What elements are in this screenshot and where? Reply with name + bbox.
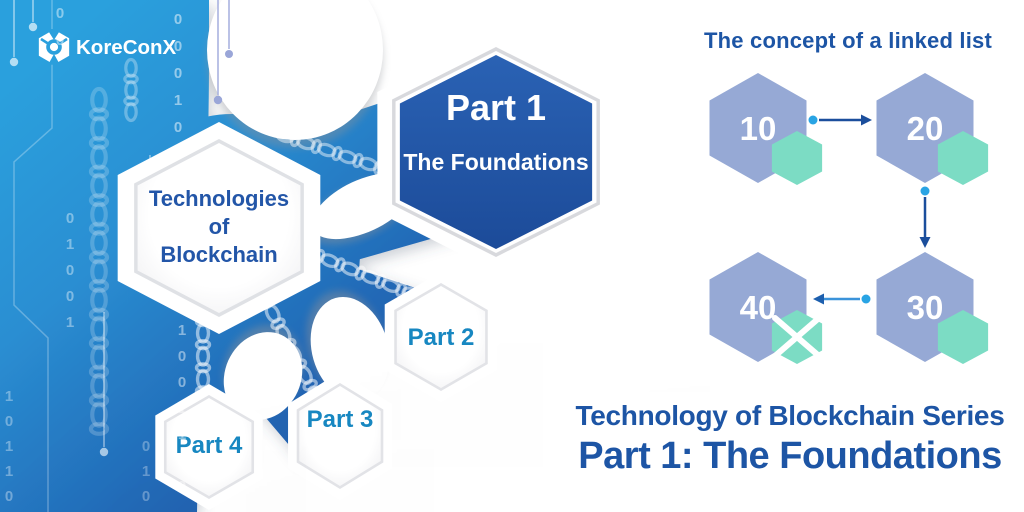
hex-hub-technologies[interactable]: Technologies of Blockchain xyxy=(117,122,321,334)
episode-title: Part 1: The Foundations xyxy=(578,435,1002,477)
list-node-30: 30 xyxy=(876,252,989,364)
series-name: Technology of Blockchain Series xyxy=(575,400,1005,431)
part4-label: Part 4 xyxy=(176,432,243,459)
linked-list-diagram: 10 20 30 40 xyxy=(709,73,989,364)
hex-part-4[interactable]: Part 4 xyxy=(155,384,263,510)
linked-list-title: The concept of a linked list xyxy=(704,28,992,53)
part2-label: Part 2 xyxy=(408,324,475,351)
brand-name: KoreConX xyxy=(76,36,177,59)
node-value: 10 xyxy=(740,110,777,147)
list-node-40: 40 xyxy=(709,252,823,364)
list-node-20: 20 xyxy=(876,73,989,185)
hanging-lines xyxy=(213,0,233,105)
hex-part-1[interactable]: Part 1 The Foundations xyxy=(377,32,615,272)
koreconx-cube-icon xyxy=(38,29,70,65)
arrow-20-to-30 xyxy=(919,186,931,248)
node-value: 30 xyxy=(907,289,944,326)
hub-label-line3: Blockchain xyxy=(160,242,277,267)
x-mark-icon xyxy=(772,315,822,359)
hex-part-3[interactable]: Part 3 xyxy=(288,372,392,500)
hub-label-line1: Technologies xyxy=(149,186,289,211)
arrow-30-to-40 xyxy=(813,293,871,305)
hub-label-line2: of xyxy=(209,214,230,239)
list-node-10: 10 xyxy=(709,73,823,185)
node-value: 20 xyxy=(907,110,944,147)
node-value: 40 xyxy=(740,289,777,326)
part1-subtitle: The Foundations xyxy=(403,149,588,175)
arrow-10-to-20 xyxy=(808,114,872,126)
footer-caption: Technology of Blockchain Series Part 1: … xyxy=(556,399,1024,479)
hex-part-2[interactable]: Part 2 xyxy=(384,272,498,402)
part3-label: Part 3 xyxy=(307,406,374,433)
koreconx-logo[interactable]: KoreConX xyxy=(38,29,177,65)
part1-title: Part 1 xyxy=(446,87,546,128)
